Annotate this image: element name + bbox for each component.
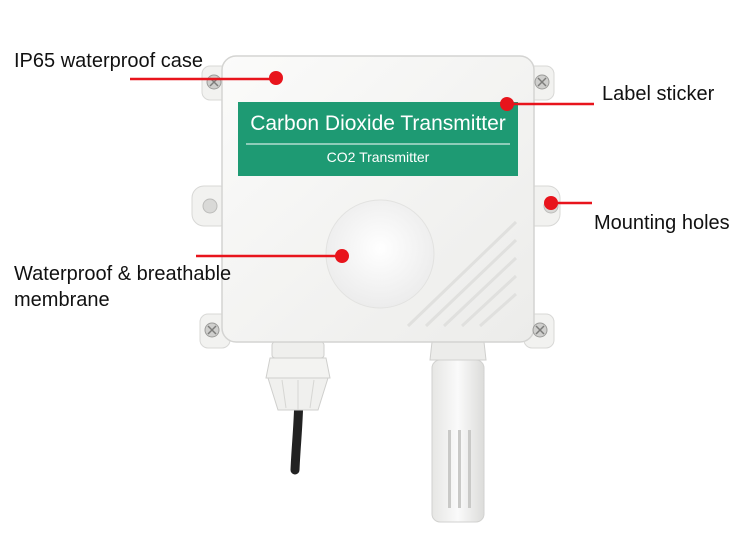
sticker-title: Carbon Dioxide Transmitter — [250, 112, 506, 135]
callout-case — [130, 71, 283, 85]
callout-label — [500, 97, 594, 111]
callout-text-label: Label sticker — [602, 83, 715, 105]
callout-text-holes: Mounting holes — [594, 212, 730, 234]
mounting-hole-left — [202, 198, 218, 214]
callout-text-case: IP65 waterproof case — [14, 50, 203, 72]
breathable-membrane — [325, 199, 435, 309]
sensor-probe — [429, 341, 487, 523]
case-ribs — [406, 220, 518, 328]
label-sticker — [238, 102, 518, 176]
callout-text-membrane-2: membrane — [14, 289, 110, 311]
callout-membrane — [196, 249, 349, 263]
sticker-subtitle: CO2 Transmitter — [326, 149, 430, 165]
cable-gland — [265, 341, 331, 411]
callout-text-membrane-1: Waterproof & breathable — [14, 263, 232, 285]
callout-holes — [544, 196, 592, 210]
